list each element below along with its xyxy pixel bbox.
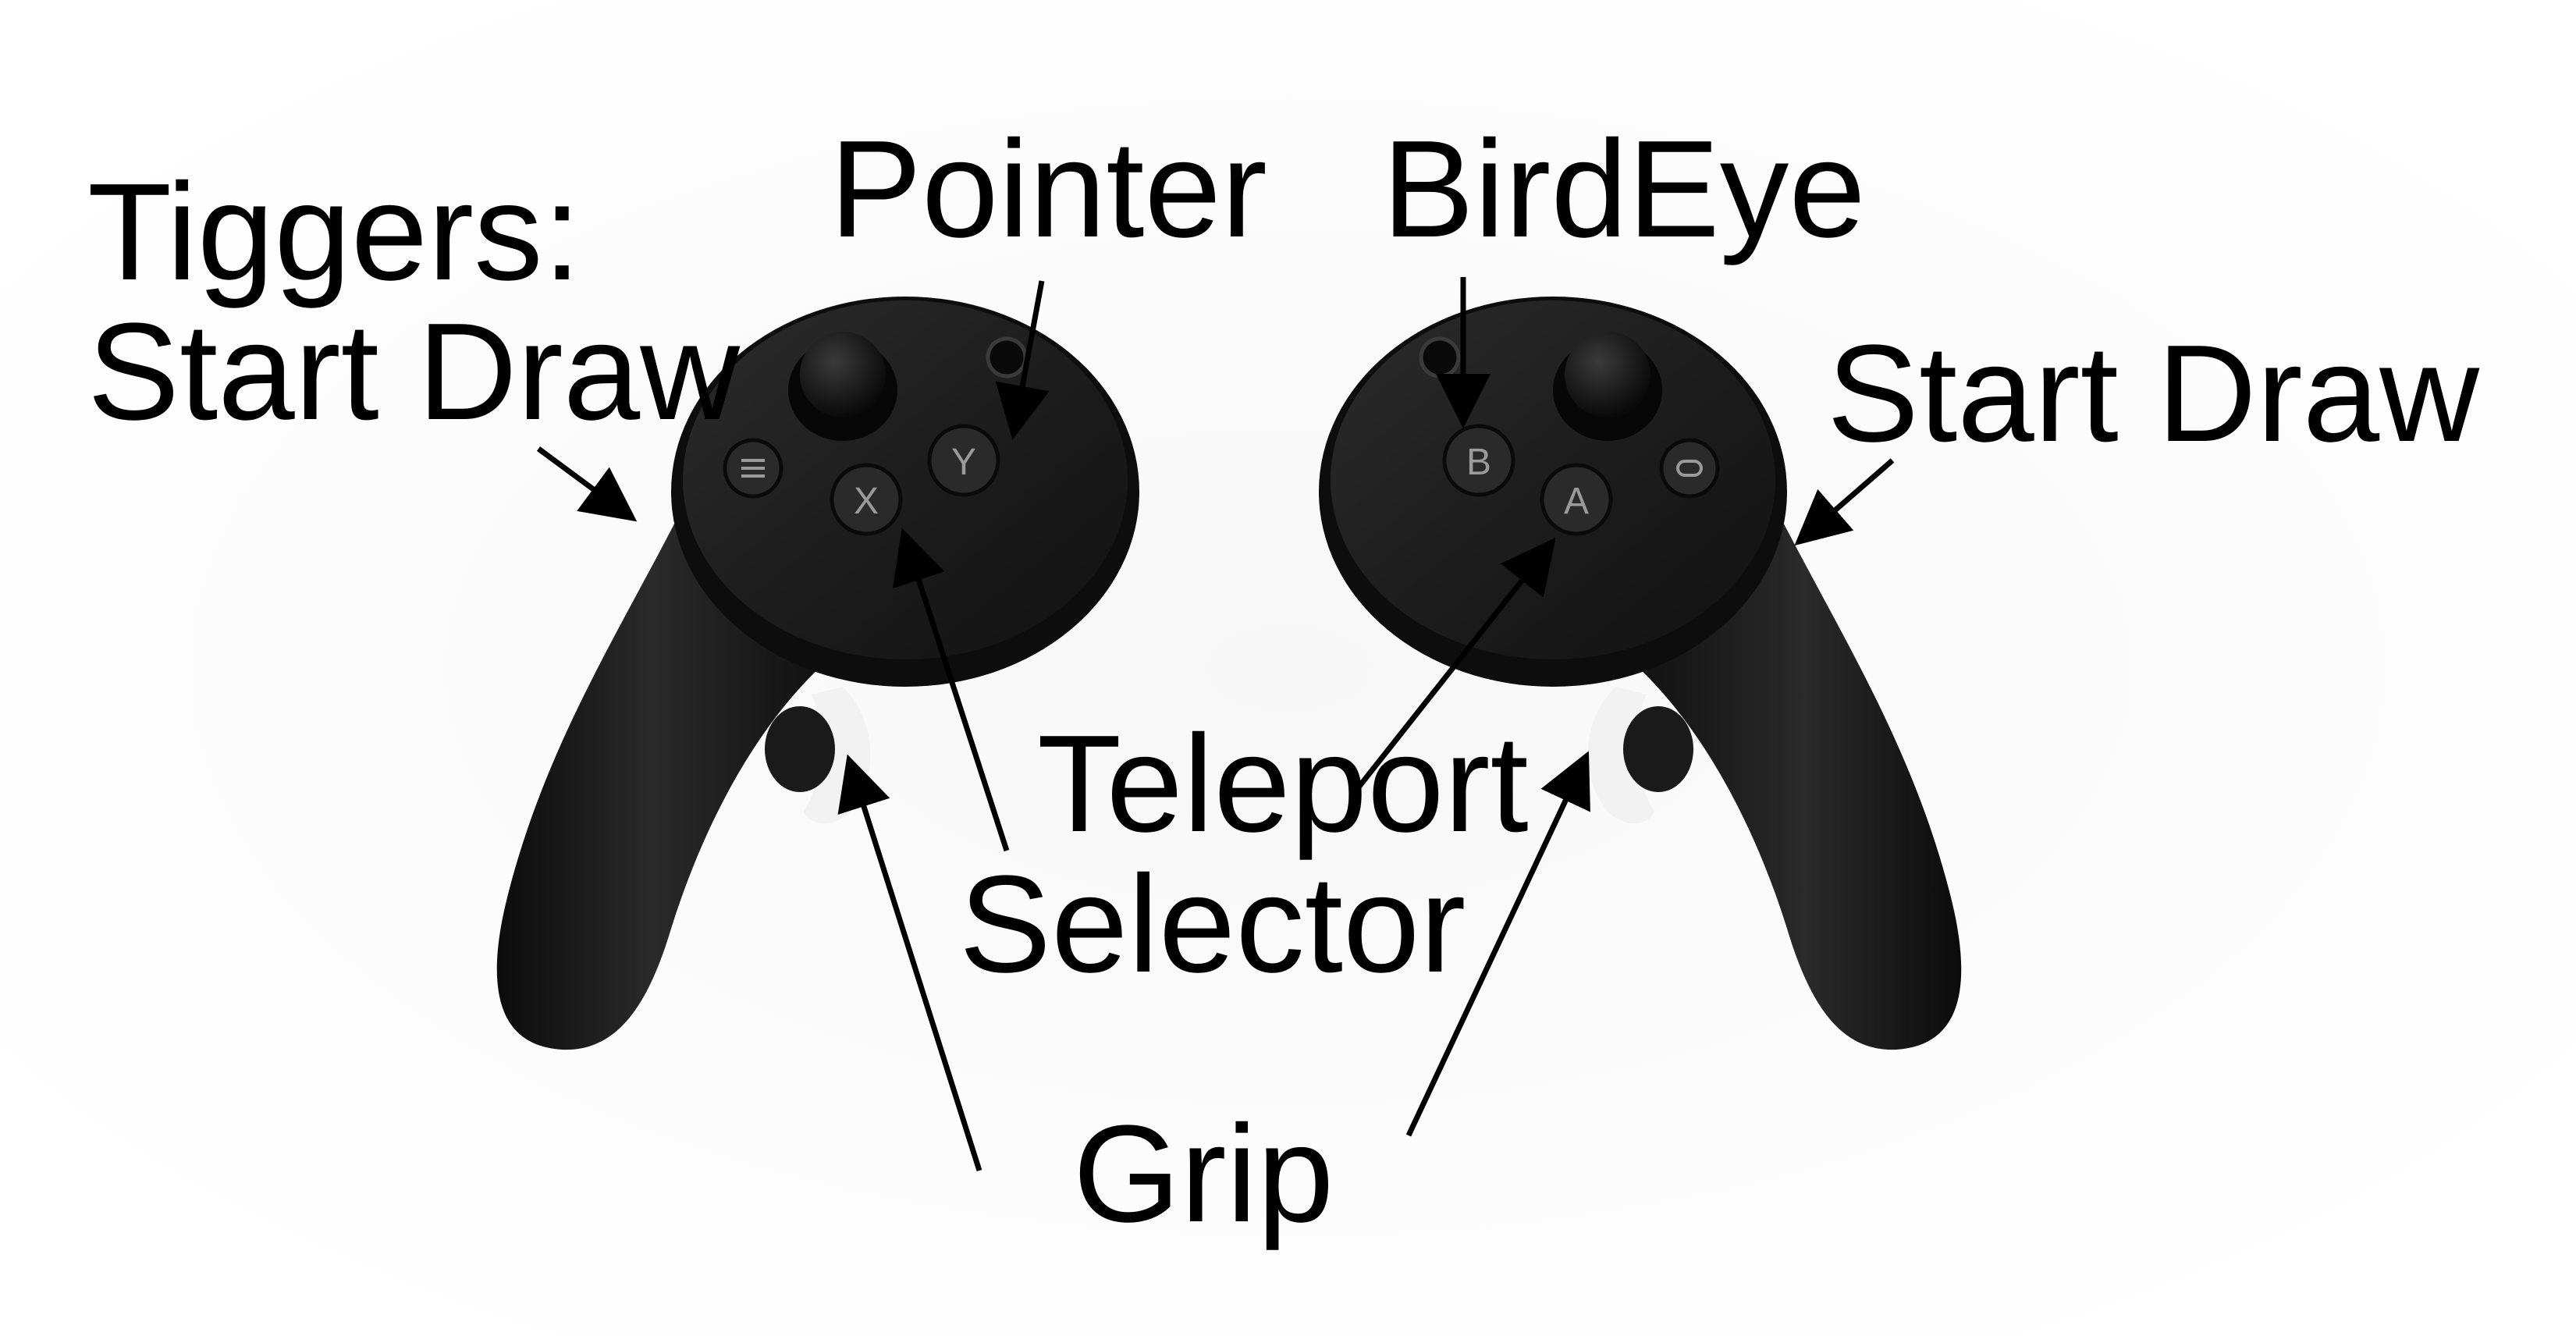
arrow-right-trigger xyxy=(1794,458,1895,546)
label-selector: Selector xyxy=(959,847,1466,1001)
left-thumbstick[interactable] xyxy=(800,332,886,418)
oculus-icon xyxy=(1676,460,1703,477)
arrow-grip-right xyxy=(1405,751,1590,1137)
arrows xyxy=(536,277,1895,1172)
arrow-pointer xyxy=(995,280,1050,440)
arrow-grip-left xyxy=(837,754,982,1172)
arrow-left-trigger xyxy=(536,446,638,522)
label-birdeye: BirdEye xyxy=(1382,112,1866,266)
labels: Tiggers: Start Draw Pointer BirdEye Star… xyxy=(87,112,2480,1251)
right-thumbstick[interactable] xyxy=(1565,332,1650,418)
right-b-button-glyph: B xyxy=(1466,442,1491,483)
right-grip-button[interactable] xyxy=(1623,706,1693,792)
left-grip-button[interactable] xyxy=(765,706,835,792)
right-sensor xyxy=(1419,336,1461,378)
arrow-teleport xyxy=(1356,538,1556,791)
label-triggers-line2: Start Draw xyxy=(87,294,741,449)
label-teleport: Teleport xyxy=(1037,706,1529,861)
label-pointer: Pointer xyxy=(830,112,1267,266)
right-oculus-button[interactable] xyxy=(1659,438,1720,499)
label-grip: Grip xyxy=(1073,1096,1334,1251)
left-y-button[interactable] xyxy=(927,424,1000,497)
right-a-button[interactable] xyxy=(1540,463,1613,536)
left-x-button-glyph: X xyxy=(854,481,879,522)
left-sensor xyxy=(986,336,1028,378)
label-start-draw-right: Start Draw xyxy=(1827,316,2480,471)
left-x-button[interactable] xyxy=(830,463,903,536)
left-y-button-glyph: Y xyxy=(951,442,976,483)
menu-icon xyxy=(741,459,765,478)
arrow-selector xyxy=(893,528,1010,852)
label-triggers-line1: Tiggers: xyxy=(87,155,581,309)
right-a-button-glyph: A xyxy=(1564,481,1589,522)
